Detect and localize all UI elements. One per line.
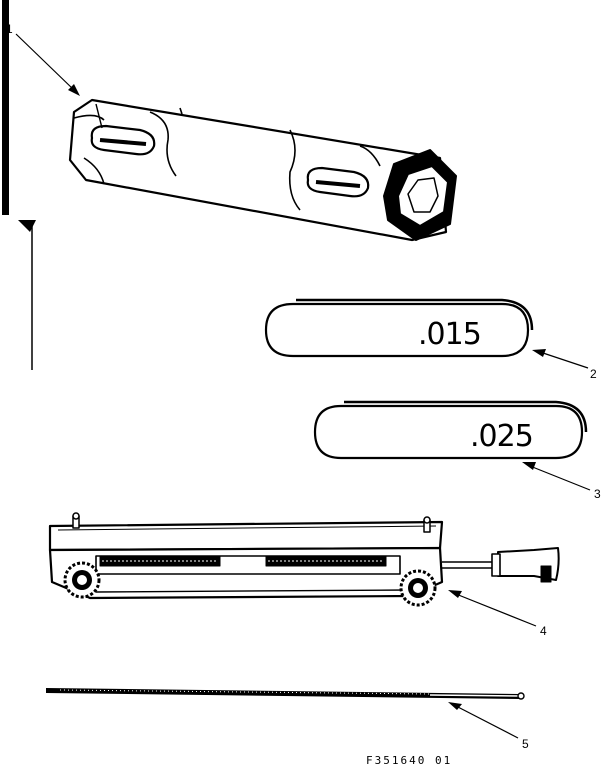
roller-left: [63, 561, 101, 599]
feeler-gauge-015: [264, 298, 534, 358]
callout-4-leader: [448, 590, 537, 627]
callout-3-leader: [522, 462, 591, 491]
callout-5-leader: [448, 702, 519, 739]
figure-id: F351640 01: [366, 754, 452, 767]
hex-wrench: [68, 98, 457, 242]
callout-3: 3: [594, 487, 601, 501]
roller-right: [399, 569, 437, 607]
callout-1: 1: [6, 22, 13, 36]
callout-1-leader: [15, 33, 80, 96]
callout-2-leader: [532, 349, 589, 369]
file-guide: [48, 512, 560, 600]
callout-2: 2: [590, 367, 597, 381]
page-edge-marks: [2, 0, 36, 370]
round-file: [46, 688, 525, 700]
feeler-gauge-025: [313, 400, 588, 460]
gauge-label-025: .025: [470, 419, 533, 454]
callout-5: 5: [522, 737, 529, 751]
gauge-label-015: .015: [418, 317, 481, 352]
callout-4: 4: [540, 624, 547, 638]
